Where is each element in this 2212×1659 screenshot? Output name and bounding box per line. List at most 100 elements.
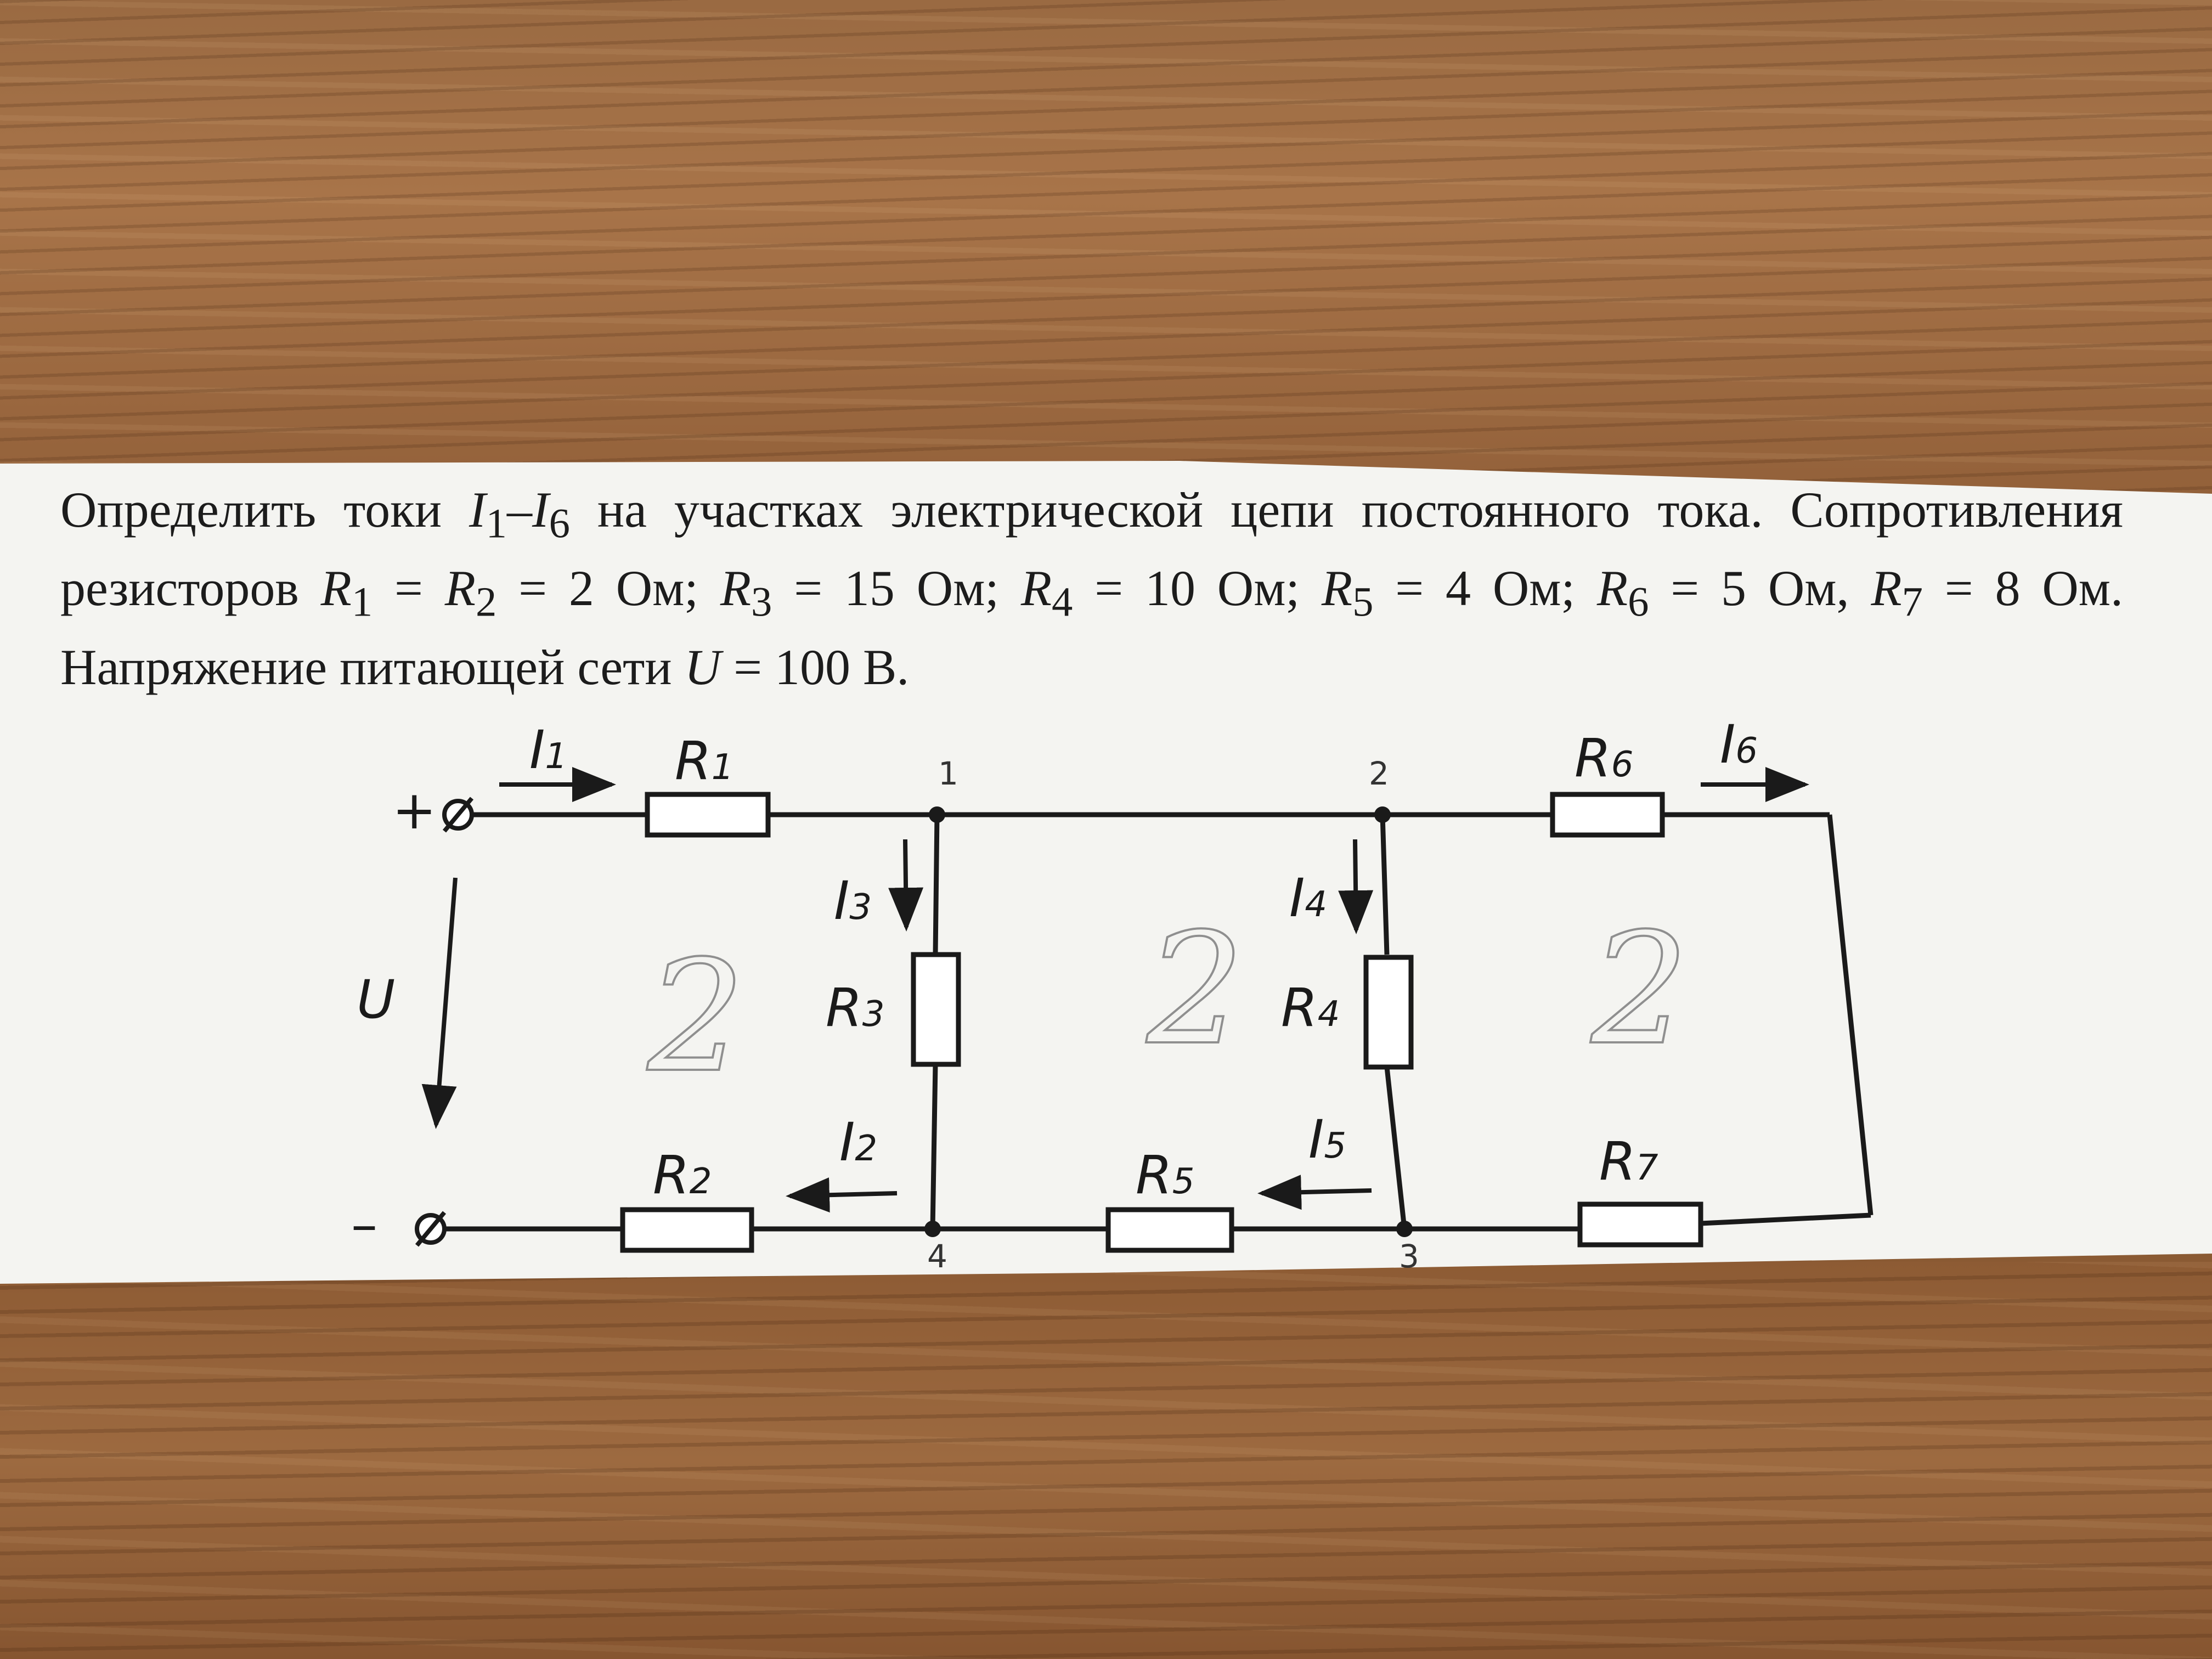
label-letter: I [1720,714,1735,775]
junction-node-2 [1374,806,1391,823]
circuit-wires [444,812,1874,1232]
label-letter: R [1575,727,1611,789]
problem-text-part: = [373,560,445,617]
dash: – [507,482,532,538]
label-i4: I4 [1289,867,1327,929]
resistor-r2 [620,1207,754,1253]
label-r1: R1 [675,730,733,792]
problem-text-part: = 15 Ом; [772,560,1021,617]
label-letter: R [675,730,712,792]
label-letter: R [1599,1131,1636,1192]
label-r6: R6 [1575,727,1633,789]
resistor-symbol: R [1020,560,1052,617]
label-letter: I [1289,867,1305,929]
arrow-i4 [1338,839,1374,934]
label-r5: R5 [1136,1144,1194,1206]
label-letter: R [826,977,862,1039]
label-subscript: 2 [690,1161,712,1202]
problem-text-part: = 4 Ом; [1373,560,1597,617]
arrow-voltage [421,877,458,1129]
circuit-diagram: + – R1 R2 R3 R4 R5 [351,714,1874,1275]
voltage-symbol: U [684,639,721,695]
problem-text-part: = 100 В. [721,639,910,695]
resistor-bodies [620,792,1703,1253]
resistor-symbol: R [1321,560,1353,617]
wooden-table-bottom [0,1262,2212,1659]
terminal-minus: – [351,1194,447,1255]
junction-node-4 [924,1221,941,1237]
label-subscript: 5 [1172,1161,1195,1202]
junction-dots [924,806,1413,1237]
label-subscript: 4 [1305,884,1327,925]
label-letter: I [839,1111,855,1173]
label-letter: I [1308,1109,1324,1170]
label-subscript: 6 [1611,744,1634,785]
resistor-subscript: 1 [351,578,373,625]
label-i1: I1 [529,719,567,781]
node-labels: 1 2 3 4 [927,755,1419,1275]
resistor-subscript: 6 [1628,578,1649,625]
resistor-r6 [1550,792,1665,838]
label-letter: I [834,870,849,932]
pencil-mark-middle: 2 [1144,900,1245,1079]
paper-shape [0,461,2212,1284]
resistor-symbol: R [1871,560,1902,617]
wire-bottom-right [1700,1212,1871,1226]
problem-paragraph: Определить токи I1–I6 на участках электр… [60,477,2123,699]
label-r7: R7 [1599,1131,1658,1192]
resistor-r7 [1577,1201,1703,1248]
arrow-i5 [1257,1175,1372,1210]
label-subscript: 6 [1735,731,1758,771]
resistor-r5 [1105,1207,1234,1253]
wire-right-side [1827,814,1874,1216]
resistor-r4 [1363,955,1414,1070]
paper-strip: Определить токи I1–I6 на участках электр… [0,461,2212,1284]
current-subscript: 1 [486,500,507,547]
label-r3: R3 [826,977,884,1039]
label-subscript: 4 [1318,994,1340,1035]
label-i6: I6 [1720,714,1758,775]
problem-text-part: = 5 Ом, [1649,560,1871,617]
terminal-slash [442,797,474,833]
node-label-4: 4 [927,1238,947,1275]
resistor-r1 [645,792,771,838]
wire-r4-top [1380,814,1390,955]
resistor-subscript: 7 [1901,578,1923,625]
arrow-i2 [786,1177,898,1213]
pencil-mark-left: 2 [645,928,746,1107]
junction-node-1 [929,806,945,823]
wire-r3-top [933,814,940,955]
minus-sign: – [351,1194,377,1255]
wire-r4-bottom [1384,1066,1407,1229]
label-letter: R [653,1144,690,1206]
label-subscript: 7 [1636,1148,1658,1188]
voltage-label: U [357,969,395,1030]
problem-text-part: = 10 Ом; [1073,560,1322,617]
problem-text-part: Определить токи [60,482,470,538]
resistor-r3 [911,952,961,1067]
label-i2: I2 [839,1111,877,1173]
node-label-3: 3 [1399,1238,1419,1275]
node-label-1: 1 [938,755,958,792]
label-letter: R [1281,977,1318,1039]
node-label-2: 2 [1369,755,1389,792]
label-i5: I5 [1308,1109,1346,1170]
resistor-symbol: R [1596,560,1628,617]
label-subscript: 2 [855,1128,877,1169]
resistor-subscript: 5 [1352,578,1374,625]
terminal-plus: + [392,780,474,841]
label-subscript: 1 [712,747,734,788]
label-i3: I3 [834,870,872,932]
junction-node-3 [1396,1221,1413,1237]
pencil-mark-right: 2 [1589,900,1689,1079]
problem-text-part: = 8 Ом. Напряжение питающей сети [60,560,2123,695]
resistor-symbol: R [720,560,752,617]
label-subscript: 1 [545,736,567,777]
problem-text-part: Сопротивления резисторов [60,482,2124,617]
pencil-annotations: 2 2 2 [644,899,1690,1108]
resistor-subscript: 2 [475,578,497,625]
resistor-symbol: R [320,560,352,617]
arrow-i3 [888,839,924,932]
resistor-symbol: R [444,560,476,617]
current-symbol: I [532,482,549,538]
